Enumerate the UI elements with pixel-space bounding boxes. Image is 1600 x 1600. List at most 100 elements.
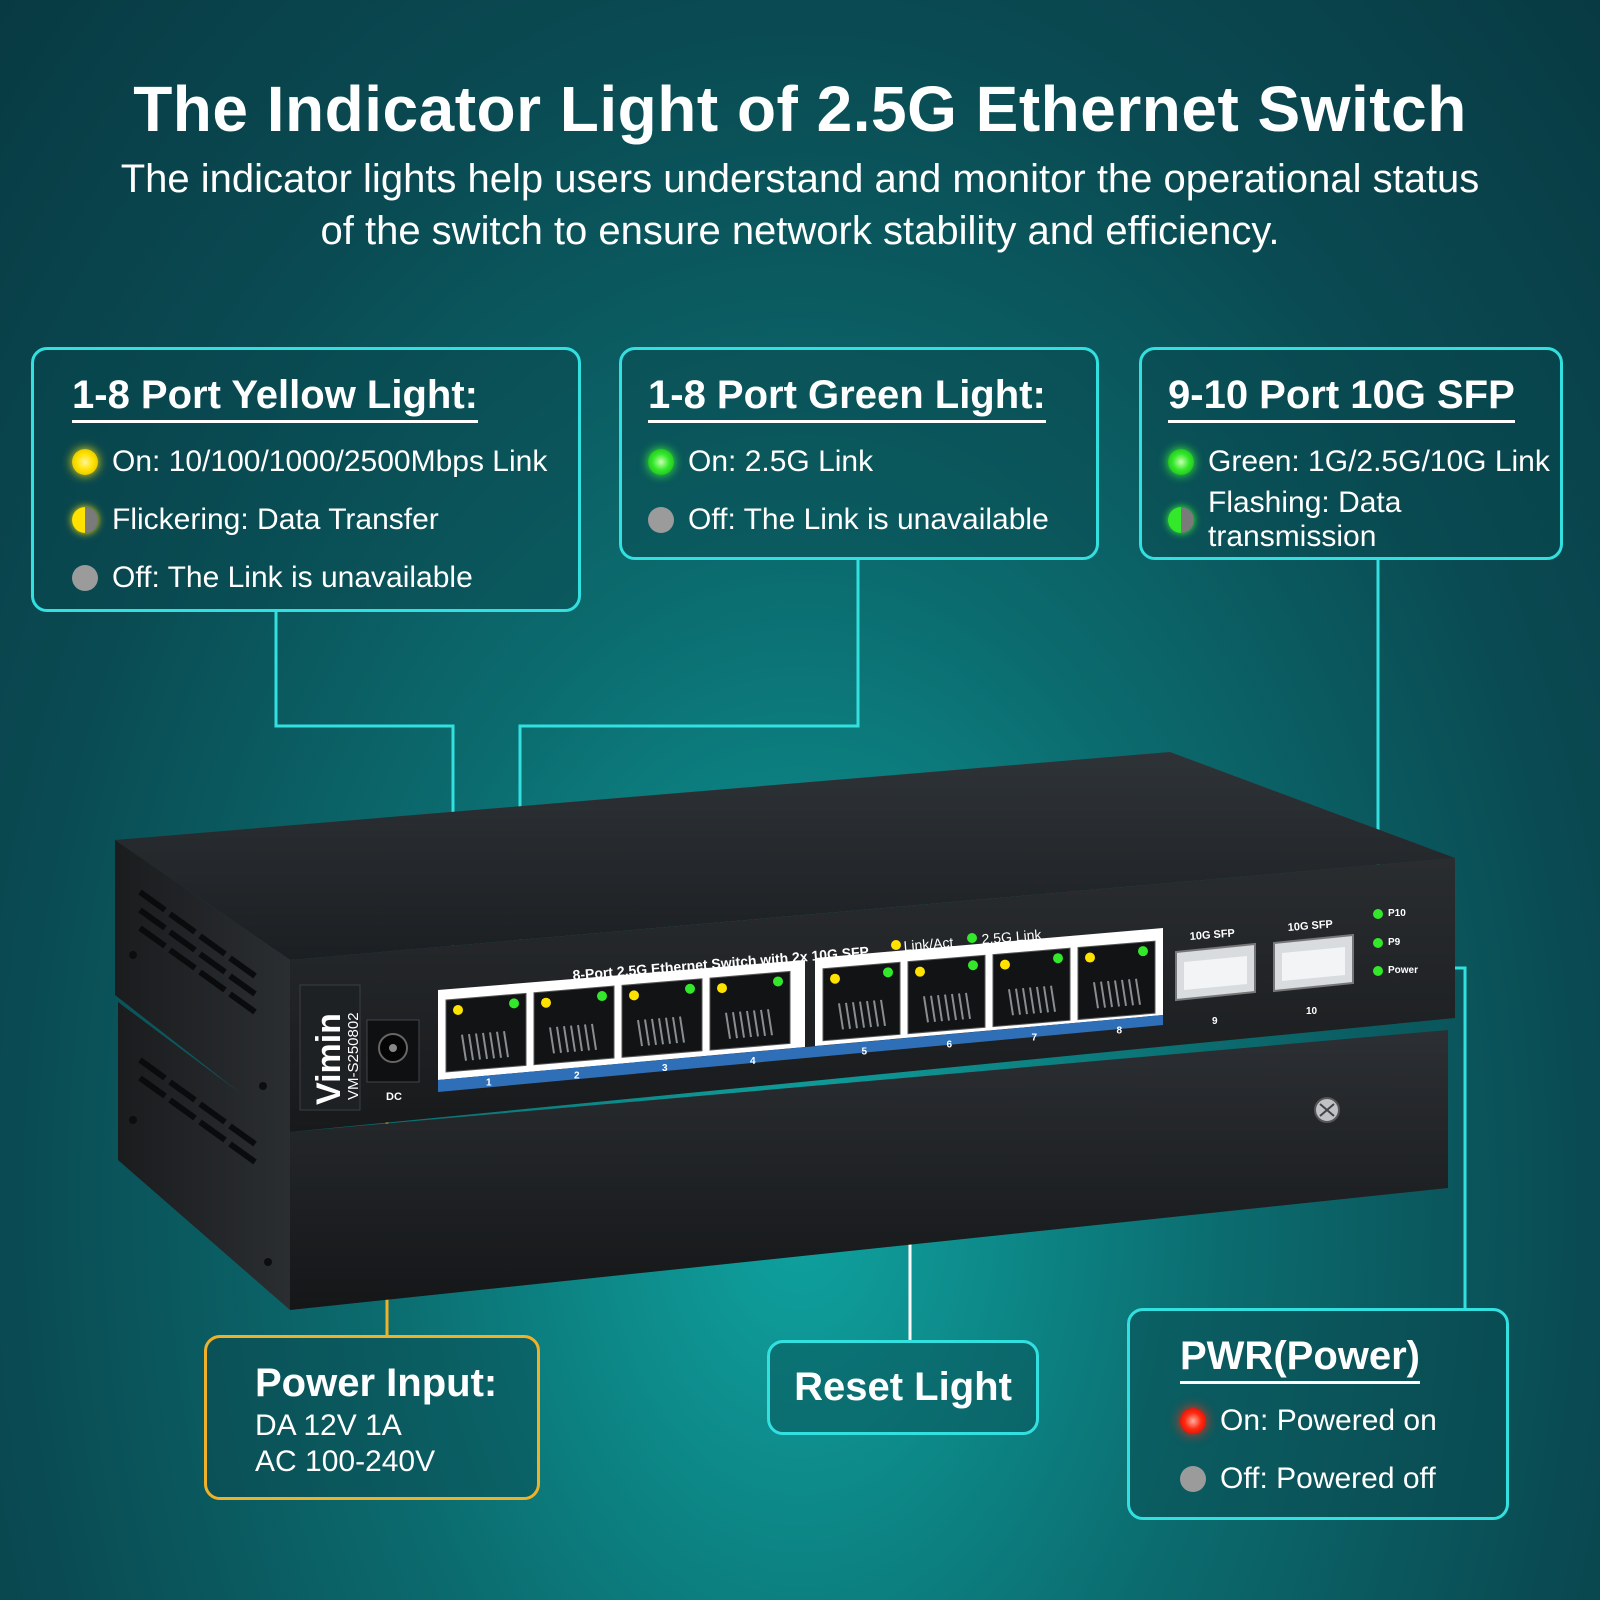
port-pin: [658, 1018, 664, 1045]
port-pin: [923, 996, 929, 1023]
port-2-green-led: [597, 991, 607, 1002]
port-pin: [1093, 982, 1099, 1009]
pwr-item-on: On: Powered on: [1180, 1392, 1506, 1450]
port-8-yellow-led: [1085, 952, 1095, 963]
base-front: [290, 1030, 1448, 1310]
port-pin: [845, 1002, 851, 1029]
port-pin: [556, 1026, 562, 1053]
port-pin: [1128, 979, 1134, 1006]
sfp-item-flashing: Flashing: Data transmission: [1168, 486, 1560, 553]
port-6-yellow-led: [915, 966, 925, 977]
rj45-port-4[interactable]: [709, 970, 791, 1051]
reset-card-title: Reset Light: [794, 1364, 1012, 1409]
port-4-green-led: [773, 976, 783, 987]
legend-green-led: [967, 933, 977, 943]
p9-led: [1373, 938, 1383, 948]
port-pin: [637, 1019, 643, 1047]
green-led-on-icon: [648, 449, 674, 475]
sfp-ports: 10G SFP 9 10G SFP 10: [1175, 918, 1354, 1027]
port-number-2: 2: [574, 1070, 580, 1081]
pwr-card-title: PWR(Power): [1180, 1333, 1420, 1384]
port-number-strip: [438, 1015, 1163, 1092]
port-pin: [461, 1034, 467, 1061]
port-pin: [838, 1003, 844, 1030]
power-input-card: Power Input: DA 12V 1A AC 100-240V: [204, 1335, 540, 1500]
green-card-title: 1-8 Port Green Light:: [648, 372, 1046, 423]
green-item-off: Off: The Link is unavailable: [648, 491, 1096, 549]
port-pin: [665, 1017, 671, 1044]
power-input-ac: AC 100-240V: [255, 1445, 436, 1478]
port-pin: [951, 993, 957, 1021]
rj45-port-1[interactable]: [445, 992, 527, 1073]
port-number-4: 4: [750, 1056, 756, 1067]
port-pin: [873, 1000, 879, 1027]
side-vents: [138, 889, 257, 1165]
yellow-item-off: Off: The Link is unavailable: [72, 549, 578, 607]
port-pin: [767, 1009, 773, 1036]
port-group-2-frame: [815, 928, 1163, 1046]
port-number-7: 7: [1032, 1032, 1038, 1043]
legend-yellow-led: [891, 940, 901, 950]
port-pin: [760, 1009, 766, 1037]
port-number-3: 3: [662, 1063, 668, 1074]
port-pin: [1022, 987, 1028, 1015]
port-pin: [930, 995, 936, 1022]
sfp-cage-10: [1282, 947, 1345, 981]
port-pin: [482, 1032, 488, 1060]
port-pin: [753, 1010, 759, 1037]
port-pin: [570, 1025, 576, 1052]
top-lid: [115, 752, 1455, 960]
reset-screw[interactable]: [1314, 1097, 1340, 1123]
port-1-green-led: [509, 998, 519, 1009]
port-pin: [1050, 985, 1056, 1012]
port-pin: [880, 999, 886, 1027]
dc-label: DC: [386, 1091, 402, 1103]
yellow-card-title: 1-8 Port Yellow Light:: [72, 372, 478, 423]
reset-light-card: Reset Light: [767, 1340, 1039, 1435]
led-off-icon: [1180, 1466, 1206, 1492]
sfp-number-9: 9: [1212, 1016, 1218, 1027]
port-pin: [549, 1027, 555, 1054]
green-item-on: On: 2.5G Link: [648, 433, 1096, 491]
rj45-port-3[interactable]: [621, 978, 703, 1058]
port-6-green-led: [968, 960, 978, 971]
side-panel: [115, 840, 290, 1132]
port-pin: [1135, 978, 1141, 1005]
brand-area: Vimin VM-S250802: [299, 984, 362, 1111]
port-3-yellow-led: [629, 990, 639, 1001]
port-5-yellow-led: [830, 973, 840, 984]
port-pin: [584, 1024, 590, 1051]
power-label: Power: [1388, 965, 1418, 976]
port-pin: [591, 1023, 597, 1051]
dc-jack: DC: [366, 1019, 420, 1103]
port-pin: [563, 1026, 569, 1053]
p10-label: P10: [1388, 908, 1406, 919]
sfp-number-10: 10: [1306, 1006, 1318, 1017]
chassis-screws: [129, 951, 272, 1266]
port-pin: [644, 1019, 650, 1046]
yellow-led-flicker-icon: [72, 507, 98, 533]
pwr-card: PWR(Power) On: Powered on Off: Powered o…: [1127, 1308, 1509, 1520]
port-3-green-led: [685, 983, 695, 994]
green-item-on-text: On: 2.5G Link: [688, 445, 874, 478]
port-1-yellow-led: [453, 1005, 463, 1015]
port-7-green-led: [1053, 953, 1063, 964]
port-pin: [679, 1016, 685, 1043]
port-7-yellow-led: [1000, 959, 1010, 970]
power-input-title: Power Input:: [255, 1361, 498, 1405]
sfp-item-flashing-text: Flashing: Data transmission: [1208, 486, 1402, 553]
port-pin: [1029, 987, 1035, 1014]
green-led-flashing-icon: [1168, 507, 1194, 533]
sfp-card-title: 9-10 Port 10G SFP: [1168, 372, 1515, 423]
port-pin: [852, 1002, 858, 1029]
port-2-yellow-led: [541, 997, 551, 1008]
port-pin: [958, 993, 964, 1020]
port-number-1: 1: [486, 1078, 492, 1089]
sfp-label-10: 10G SFP: [1287, 918, 1333, 934]
green-light-card: 1-8 Port Green Light: On: 2.5G Link Off:…: [619, 347, 1099, 560]
port-pin: [944, 994, 950, 1021]
rj45-port-2[interactable]: [533, 985, 615, 1066]
port-pin: [475, 1033, 481, 1060]
port-pin: [503, 1031, 509, 1058]
port-pin: [468, 1033, 474, 1061]
